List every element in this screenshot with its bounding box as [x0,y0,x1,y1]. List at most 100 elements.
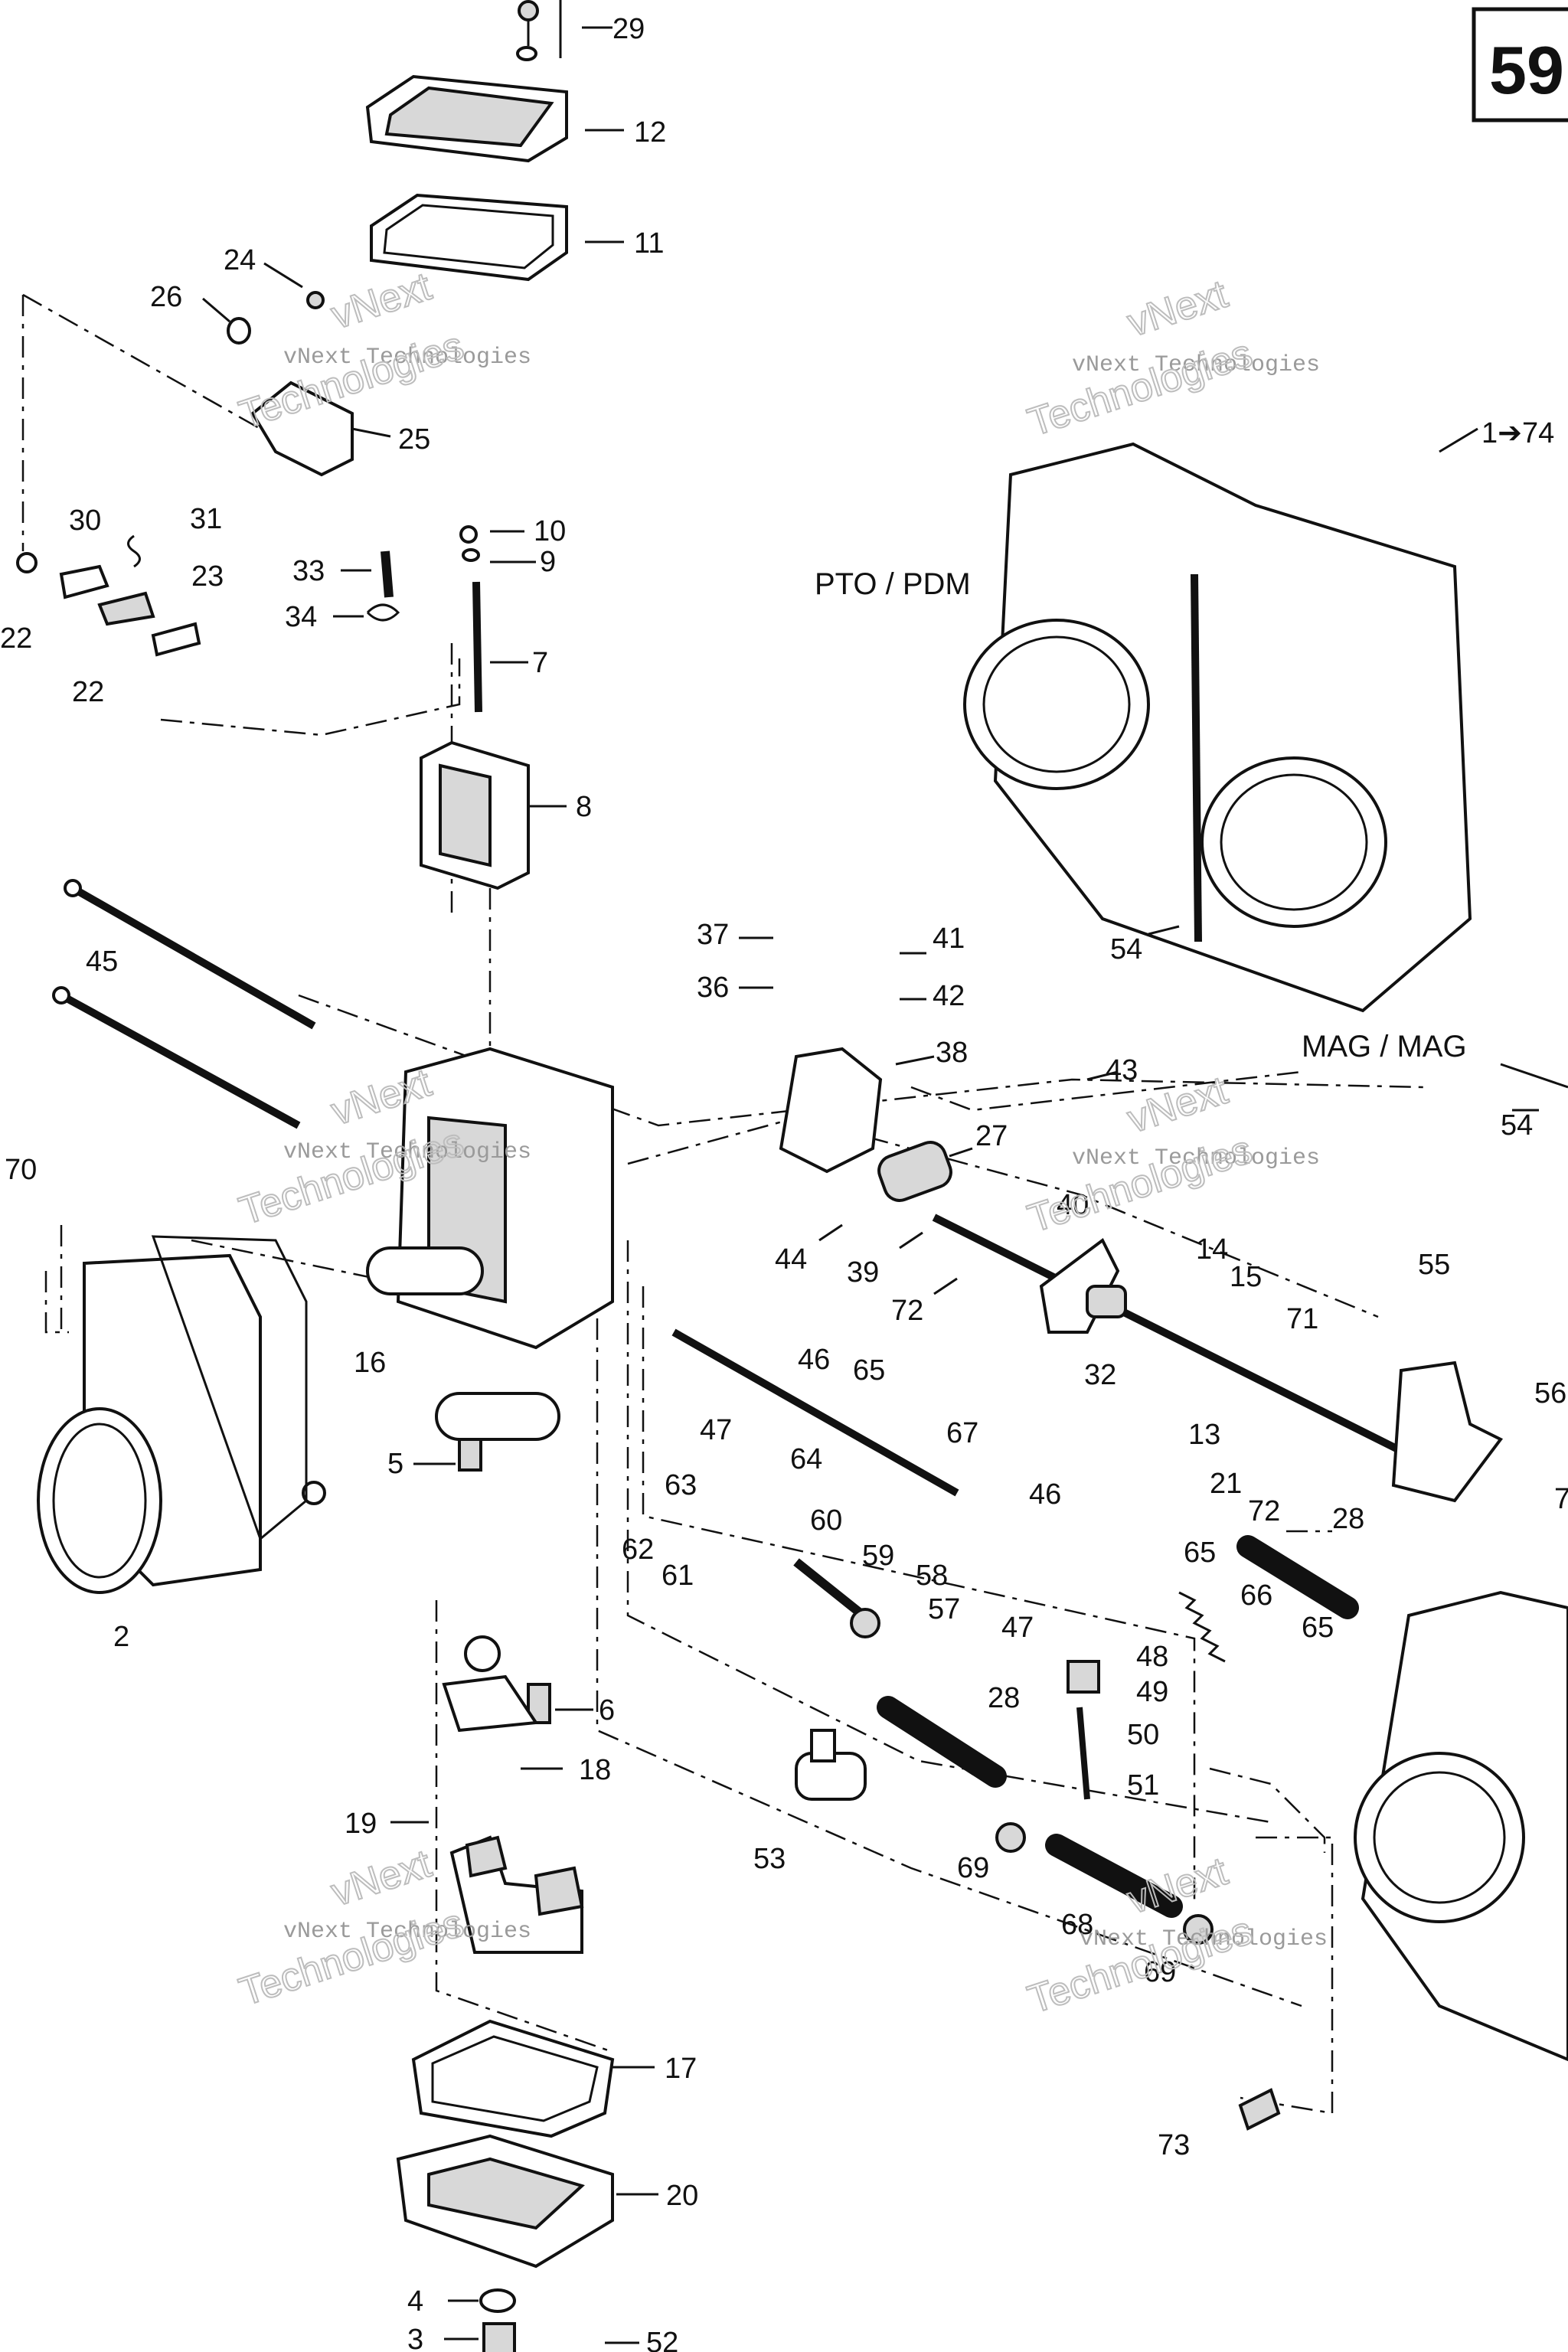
callout-66: 66 [1240,1579,1272,1612]
callout-52: 52 [646,2327,678,2352]
linkage-parts-left [16,534,201,657]
plug-73 [1238,2088,1281,2131]
callout-15: 15 [1230,1261,1262,1293]
callout-42: 42 [933,980,965,1012]
callout-6: 6 [599,1694,615,1726]
callout-10: 10 [534,515,566,547]
callout-68: 68 [1061,1909,1093,1941]
bracket-56 [1391,1361,1504,1503]
callout-53: 53 [753,1843,786,1875]
callout-2: 2 [113,1621,129,1653]
callout-7: 7 [532,647,548,679]
leader-lines [202,0,1539,2344]
callout-65-c: 65 [1302,1612,1334,1644]
rod-28a [1236,1535,1359,1619]
callout-13: 13 [1188,1419,1220,1451]
callout-37: 37 [697,919,729,951]
callout-46-b: 46 [1029,1478,1061,1511]
callout-18: 18 [579,1754,611,1786]
watermark-mid-right: vNext Technologies vNext Technologies [1022,1067,1320,1242]
callout-7-right: 7 [1554,1483,1568,1515]
gasket-17 [411,2019,615,2138]
svg-text:vNext: vNext [326,1841,437,1915]
spring-27 [877,1141,952,1202]
needle-51 [1067,1660,1100,1800]
callout-28-a: 28 [1332,1503,1364,1535]
callout-65-a: 65 [853,1354,885,1387]
callout-36: 36 [697,972,729,1004]
clamp-69 [995,1822,1214,1945]
svg-text:vNext Technologies: vNext Technologies [1072,1145,1320,1171]
hose-68 [1045,1834,1183,1918]
watermark-top-right: vNext Technologies vNext Technologies [1022,271,1320,446]
callout-59: 59 [862,1540,894,1572]
carb-body-lower [1354,1590,1568,2062]
svg-text:Technologies: Technologies [1023,331,1258,445]
svg-text:vNext: vNext [326,264,437,338]
callout-11: 11 [634,227,664,260]
fitting-53 [795,1729,867,1801]
callout-58: 58 [916,1560,948,1592]
lever-32 [1039,1237,1127,1334]
screw-33 [366,550,400,622]
bowl-20 [396,2134,614,2269]
callout-72-b: 72 [1248,1495,1280,1527]
gasket-11 [370,193,568,282]
callout-19: 19 [345,1808,377,1840]
callout-33: 33 [292,555,325,587]
callout-56: 56 [1534,1377,1566,1410]
section-label-pto: PTO / PDM [815,567,971,601]
svg-text:Technologies: Technologies [234,1900,469,2014]
slide-8 [420,740,530,890]
callout-54-b: 54 [1501,1109,1533,1142]
screws-45 [52,879,316,1129]
callout-49: 49 [1136,1676,1168,1708]
svg-text:Technologies: Technologies [1023,1127,1258,1241]
callout-64: 64 [790,1443,822,1475]
callout-47-b: 47 [1001,1612,1034,1644]
screw-29 [516,0,539,61]
svg-text:vNext: vNext [1122,1068,1233,1142]
callout-54-a: 54 [1110,933,1142,965]
assembly-callout: 1➔74 [1481,417,1554,449]
callout-labels: 29 12 11 24 26 25 30 31 23 22 22 10 9 33… [0,13,1568,2352]
callout-38: 38 [936,1037,968,1069]
callout-71: 71 [1286,1303,1318,1335]
callout-16: 16 [354,1347,386,1379]
callout-14: 14 [1196,1233,1228,1266]
callout-4: 4 [407,2285,423,2318]
cover-12 [365,74,568,163]
hose-54 [1500,1063,1568,1089]
svg-text:vNext Technologies: vNext Technologies [1080,1926,1328,1952]
shaft-40 [932,1214,1426,1466]
callout-43: 43 [1106,1054,1138,1086]
callout-17: 17 [665,2053,697,2085]
callout-20: 20 [666,2180,698,2212]
callout-50: 50 [1127,1719,1159,1751]
callout-25: 25 [398,423,430,456]
callout-60: 60 [810,1504,842,1537]
callout-73: 73 [1158,2129,1190,2161]
adapter-2 [37,1235,326,1594]
callout-22-a: 22 [0,622,32,655]
carb-body [366,1047,614,1441]
callout-63: 63 [665,1469,697,1501]
callout-22-b: 22 [72,676,104,708]
callout-5: 5 [387,1448,403,1480]
callout-32: 32 [1084,1359,1116,1391]
callout-21: 21 [1210,1468,1242,1500]
callout-47-a: 47 [700,1414,732,1446]
callout-26: 26 [150,281,182,313]
svg-text:vNext Technologies: vNext Technologies [283,345,531,371]
callout-45: 45 [86,946,118,978]
svg-text:Technologies: Technologies [1023,1908,1258,2022]
callout-34: 34 [285,601,317,633]
shaft-67 [671,1328,959,1497]
jet-5 [458,1438,482,1472]
callout-31: 31 [190,503,222,535]
svg-text:vNext: vNext [1122,272,1233,345]
screw-59 [793,1558,880,1638]
callout-9: 9 [540,546,556,578]
callout-23: 23 [191,560,224,593]
